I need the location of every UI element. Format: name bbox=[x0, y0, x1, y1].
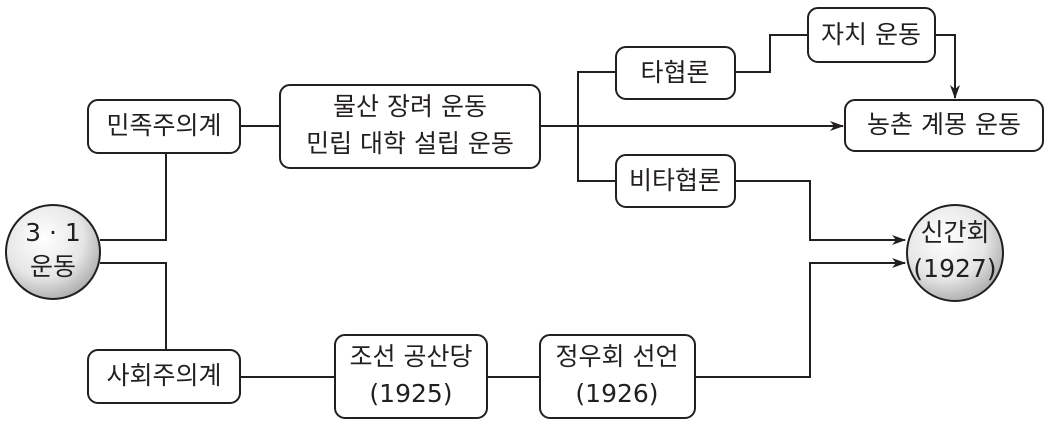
node-movements: 물산 장려 운동 민립 대학 설립 운동 bbox=[279, 84, 541, 169]
node-label: 타협론 bbox=[640, 58, 709, 87]
node-label: 농촌 계몽 운동 bbox=[867, 110, 1021, 139]
node-label: (1926) bbox=[575, 379, 658, 408]
node-label: 3 · 1 bbox=[25, 218, 81, 247]
connectors bbox=[100, 34, 960, 378]
node-label: 조선 공산당 bbox=[350, 342, 473, 371]
node-label: 비타협론 bbox=[629, 166, 721, 195]
node-label: 물산 장려 운동 bbox=[333, 92, 487, 121]
node-march-first-movement: 3 · 1 운동 bbox=[5, 204, 101, 300]
node-autonomy: 자치 운동 bbox=[807, 7, 936, 63]
node-label: 신간회 bbox=[920, 218, 989, 247]
node-communist-party: 조선 공산당 (1925) bbox=[334, 334, 488, 419]
node-non-compromise: 비타협론 bbox=[615, 154, 736, 208]
node-socialist: 사회주의계 bbox=[87, 349, 241, 404]
node-singanhoe: 신간회 (1927) bbox=[906, 204, 1004, 302]
node-jeongwoo-declaration: 정우회 선언 (1926) bbox=[539, 334, 696, 419]
node-label: 민립 대학 설립 운동 bbox=[306, 129, 514, 158]
node-nationalist: 민족주의계 bbox=[87, 99, 241, 154]
node-label: 자치 운동 bbox=[821, 20, 921, 49]
node-label: (1927) bbox=[913, 254, 996, 283]
node-label: 운동 bbox=[30, 252, 76, 281]
node-rural-enlightenment: 농촌 계몽 운동 bbox=[844, 99, 1044, 152]
node-label: 사회주의계 bbox=[106, 361, 221, 390]
node-label: 민족주의계 bbox=[106, 111, 221, 140]
node-label: 정우회 선언 bbox=[556, 342, 679, 371]
node-label: (1925) bbox=[369, 379, 452, 408]
node-compromise: 타협론 bbox=[615, 46, 736, 100]
